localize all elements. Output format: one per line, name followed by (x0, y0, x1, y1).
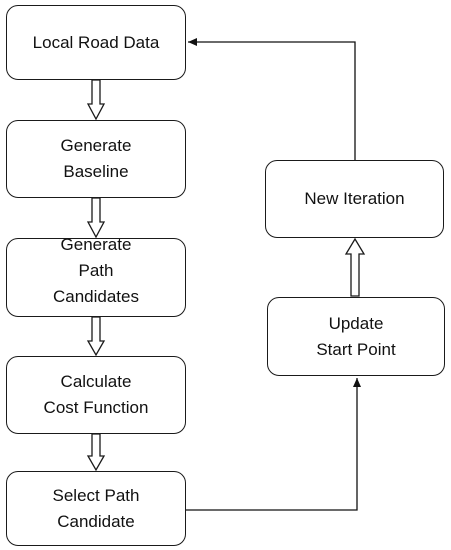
down-arrow-baseline-to-path (86, 197, 106, 239)
step-generate-baseline-label: Generate Baseline (60, 136, 132, 181)
step-calculate-cost-function: Calculate Cost Function (6, 356, 186, 434)
connector-select-to-update (186, 378, 361, 511)
step-generate-baseline: Generate Baseline (6, 120, 186, 198)
down-arrow-path-to-cost (86, 316, 106, 357)
step-new-iteration-label: New Iteration (304, 189, 405, 208)
step-update-start-point: Update Start Point (267, 297, 445, 376)
step-select-path-candidate: Select Path Candidate (6, 471, 186, 546)
step-new-iteration: New Iteration (265, 160, 444, 238)
down-arrow-cost-to-select (86, 433, 106, 472)
up-arrow-update-to-iteration (344, 237, 366, 297)
step-local-road-data-label: Local Road Data (32, 32, 160, 52)
step-update-start-point-label: Update Start Point (316, 313, 396, 359)
step-generate-path-candidates-label: Generate Path Candidates (52, 234, 139, 306)
step-local-road-data: Local Road Data (6, 5, 186, 80)
down-arrow-local-to-baseline (86, 79, 106, 121)
step-calculate-cost-function-label: Calculate Cost Function (43, 372, 149, 417)
connector-iteration-to-local (188, 38, 356, 160)
step-generate-path-candidates: Generate Path Candidates (6, 235, 186, 317)
step-select-path-candidate-label: Select Path Candidate (52, 485, 140, 531)
